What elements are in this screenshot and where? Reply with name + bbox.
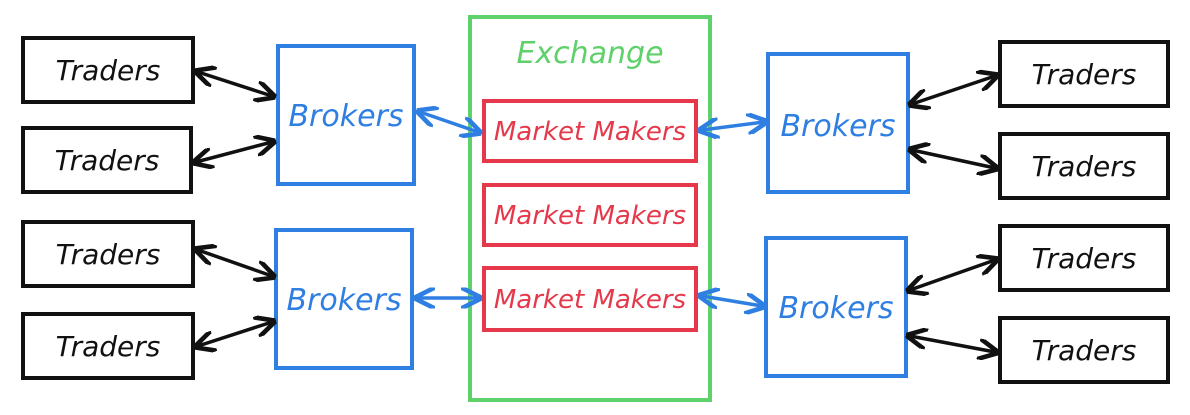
market-makers-label-1: Market Makers <box>494 117 686 147</box>
market-makers-label-2: Market Makers <box>494 201 686 231</box>
trader-label-1: Traders <box>56 54 161 87</box>
trader-label-6: Traders <box>1032 150 1137 183</box>
arrow-trader7-broker <box>910 260 995 290</box>
arrow-trader5-broker <box>912 76 995 104</box>
trader-label-7: Traders <box>1032 242 1137 275</box>
market-makers-box-2 <box>482 183 698 247</box>
exchange-box <box>468 15 712 402</box>
trader-label-4: Traders <box>56 330 161 363</box>
arrow-trader1-broker <box>198 72 272 96</box>
arrow-trader4-broker <box>198 322 272 346</box>
broker-label-left-bottom: Brokers <box>286 283 401 318</box>
market-makers-label-3: Market Makers <box>494 285 686 315</box>
trader-label-8: Traders <box>1032 334 1137 367</box>
market-makers-group: Market Makers Market Makers Market Maker… <box>482 99 698 332</box>
arrow-mm1-broker-rt <box>702 122 764 130</box>
brokers-group: Brokers Brokers Brokers Brokers <box>274 44 910 378</box>
broker-label-left-top: Brokers <box>288 99 403 134</box>
trader-broker-arrows <box>196 72 995 352</box>
trader-label-2: Traders <box>55 144 160 177</box>
broker-label-right-bottom: Brokers <box>778 291 893 326</box>
arrow-trader3-broker <box>198 250 272 276</box>
traders-group: Traders Traders Traders Traders Traders … <box>21 36 1170 384</box>
market-makers-box-3 <box>482 266 698 332</box>
broker-box-left-bottom <box>274 228 414 370</box>
broker-label-right-top: Brokers <box>780 109 895 144</box>
broker-marketmaker-arrows <box>418 112 764 306</box>
arrow-mm3-broker-rb <box>702 296 762 306</box>
arrow-trader2-broker <box>196 142 272 162</box>
arrow-trader8-broker <box>910 336 995 352</box>
arrow-trader6-broker <box>912 150 995 168</box>
arrow-broker-lt-mm1 <box>420 112 478 132</box>
exchange-title: Exchange <box>516 36 663 71</box>
trader-label-5: Traders <box>1032 58 1137 91</box>
trader-label-3: Traders <box>56 238 161 271</box>
